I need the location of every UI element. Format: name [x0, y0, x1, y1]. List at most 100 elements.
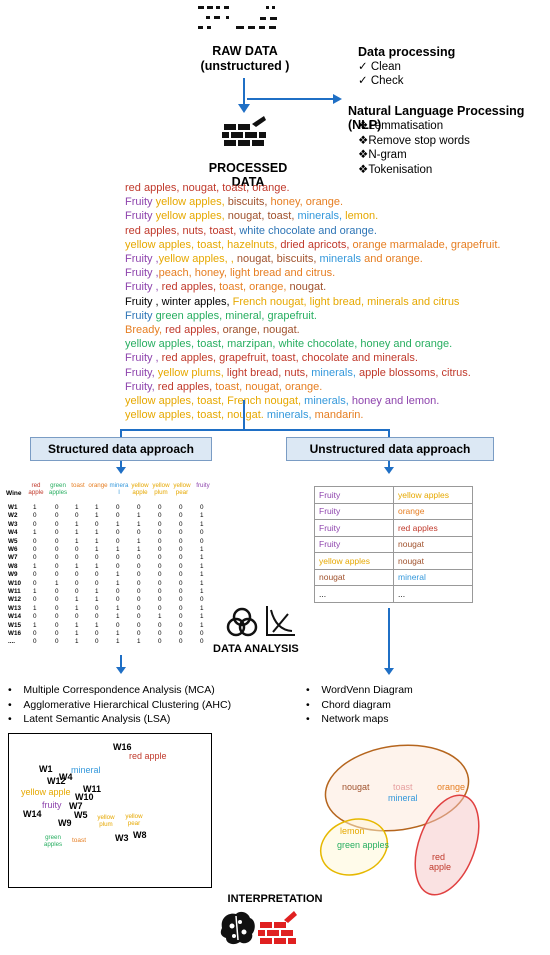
descriptor-line: yellow apples, toast, French nougat, min… — [125, 394, 500, 408]
matrix-cell: 1 — [75, 504, 79, 511]
map-label-mineral: mineral — [71, 765, 101, 775]
matrix-cell: 0 — [95, 520, 99, 528]
diamond-bullet-icon: ❖ — [358, 120, 369, 132]
descriptor-segment: French nougat, light bread, minerals and… — [232, 295, 460, 308]
matrix-cell: 0 — [200, 529, 204, 537]
descriptor-segment: yellow plums, — [157, 366, 227, 379]
matrix-cell: 0 — [200, 630, 204, 637]
matrix-cell: 1 — [116, 579, 120, 587]
curve-chart-icon — [266, 606, 295, 636]
matrix-cell: 0 — [33, 613, 37, 621]
matrix-cell: 0 — [95, 571, 99, 579]
descriptor-line: Bready, red apples, orange, nougat. — [125, 323, 500, 337]
diamond-bullet-icon: ❖ — [358, 149, 369, 161]
pair-cell: mineral — [393, 568, 473, 586]
matrix-cell: 0 — [33, 537, 37, 545]
descriptor-segment: yellow apples, — [155, 210, 228, 223]
descriptor-segment: Fruity , — [125, 253, 159, 266]
matrix-cell: 0 — [116, 588, 120, 595]
matrix-cell: 1 — [200, 520, 204, 528]
matrix-cell: 0 — [158, 638, 162, 646]
matrix-cell: 0 — [55, 520, 59, 528]
matrix-cell: 1 — [33, 604, 37, 612]
pair-cell: ... — [314, 585, 394, 603]
descriptor-segment: Fruity , — [125, 267, 159, 280]
raw-data-icon — [196, 4, 296, 38]
descriptor-segment: mandarin. — [314, 409, 364, 422]
matrix-cell: 0 — [55, 588, 59, 595]
descriptor-segment: toast, nougat, orange. — [215, 380, 323, 393]
matrix-cell: 0 — [179, 630, 183, 637]
matrix-cell: 1 — [33, 588, 37, 595]
matrix-cell: 0 — [33, 571, 37, 579]
descriptor-segment: Fruity , winter apples, — [125, 295, 233, 308]
descriptor-segment: red apples, grapefruit, toast, chocolate… — [161, 352, 418, 365]
matrix-cell: 1 — [116, 604, 120, 612]
matrix-cell: 0 — [179, 596, 183, 604]
pair-cell: Fruity — [314, 486, 394, 504]
matrix-column-header: orange — [88, 482, 108, 489]
matrix-cell: 0 — [200, 596, 204, 604]
matrix-row-label: W1 — [8, 504, 18, 511]
descriptor-list: red apples, nougat, toast, orange.Fruity… — [125, 181, 500, 422]
matrix-cell: 1 — [75, 596, 79, 604]
matrix-cell: 0 — [33, 630, 37, 637]
map-label-toast: toast — [72, 837, 87, 844]
matrix-cell: 0 — [137, 604, 141, 612]
matrix-cell: 0 — [33, 546, 37, 553]
diamond-bullet-icon: ❖ — [358, 134, 369, 147]
venn-circles-icon — [226, 607, 258, 637]
arrow-head-down — [116, 467, 126, 474]
descriptor-segment: yellow apples, toast, French nougat, — [125, 395, 305, 408]
matrix-cell: 1 — [200, 562, 204, 570]
matrix-cell: 1 — [55, 579, 59, 587]
descriptor-segment: peach, honey, light bread and citrus. — [158, 267, 336, 280]
descriptor-line: Fruity, yellow plums, light bread, nuts,… — [125, 366, 500, 380]
map-label-w5: W5 — [74, 810, 88, 820]
matrix-cell: 0 — [179, 638, 183, 646]
descriptor-segment: nougat. — [289, 281, 327, 294]
pair-cell: ... — [393, 585, 473, 603]
matrix-cell: 0 — [55, 604, 59, 612]
matrix-row-label: W13 — [8, 604, 21, 612]
matrix-cell: 1 — [75, 520, 79, 528]
descriptor-segment: red apples, nuts, toast, — [125, 224, 240, 237]
venn-ellipse-yellow — [319, 818, 389, 876]
word-venn-diagram — [319, 744, 480, 896]
descriptor-segment: minerals, — [311, 366, 359, 379]
matrix-cell: 1 — [75, 604, 79, 612]
matrix-cell: 0 — [179, 571, 183, 579]
nlp-item: ❖Remove stop words — [358, 134, 470, 147]
matrix-cell: 0 — [179, 621, 183, 629]
descriptor-segment: yellow apples, toast, hazelnuts, — [125, 238, 281, 251]
matrix-cell: 0 — [158, 630, 162, 637]
matrix-cell: 1 — [75, 621, 79, 629]
matrix-cell: 0 — [179, 537, 183, 545]
arrow-head-down — [116, 667, 126, 674]
matrix-column-header: red apple — [28, 482, 44, 496]
matrix-cell: 0 — [158, 537, 162, 545]
method-item: • Multiple Correspondence Analysis (MCA) — [8, 684, 215, 696]
venn-label-nougat: nougat — [342, 782, 370, 792]
venn-label-lemon: lemon — [340, 826, 365, 836]
matrix-cell: 0 — [137, 562, 141, 570]
matrix-column-header: fruity — [196, 482, 210, 489]
matrix-cell: 0 — [95, 554, 99, 562]
map-label-w14: W14 — [23, 809, 42, 819]
matrix-row-label: .... — [8, 638, 15, 646]
matrix-cell: 0 — [55, 638, 59, 646]
matrix-cell: 0 — [55, 546, 59, 553]
matrix-row-label: W4 — [8, 529, 18, 537]
matrix-cell: 1 — [75, 537, 79, 545]
descriptor-line: Fruity , red apples, toast, orange, noug… — [125, 280, 500, 294]
processed-data-title: PROCESSED DATA — [208, 161, 288, 189]
descriptor-segment: Bready, — [125, 324, 166, 337]
matrix-cell: 1 — [33, 621, 37, 629]
descriptor-segment: red apples, — [157, 380, 216, 393]
matrix-cell: 1 — [137, 546, 141, 553]
pair-cell: yellow apples — [314, 552, 394, 570]
matrix-column-header: green apples — [48, 482, 68, 496]
matrix-cell: 0 — [95, 630, 99, 637]
matrix-cell: 0 — [55, 554, 59, 562]
check-item: ✓ Clean — [358, 61, 401, 73]
